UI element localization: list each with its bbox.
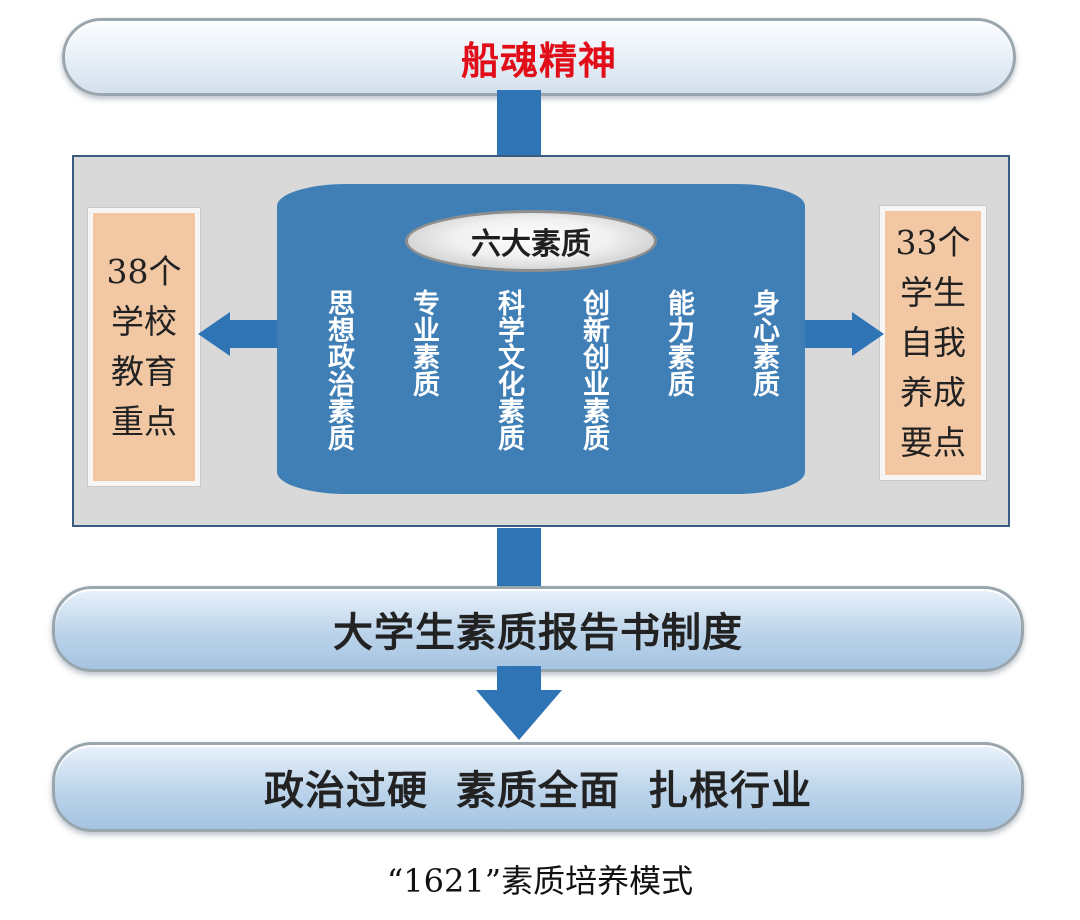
right-arrow-stem	[804, 320, 854, 348]
student-points-box: 33个 学生 自我 养成 要点	[879, 205, 987, 481]
middle-connector	[497, 528, 541, 588]
right-arrow-icon	[852, 312, 884, 356]
student-points-line: 要点	[900, 423, 966, 462]
left-arrow-icon	[198, 312, 230, 356]
goal-item: 政治过硬	[264, 768, 428, 814]
six-qualities-title-text: 六大素质	[471, 227, 591, 262]
down-arrow-icon	[476, 690, 562, 740]
quality-ability: 能力素质	[663, 289, 694, 397]
top-connector	[497, 90, 541, 156]
goal-item: 素质全面	[456, 768, 620, 814]
quality-physical-mental: 身心素质	[748, 289, 779, 397]
student-points-line: 学生	[900, 273, 966, 312]
quality-professional: 专业素质	[408, 289, 439, 397]
figure-caption: “1621”素质培养模式	[386, 862, 694, 900]
spirit-label: 船魂精神	[460, 38, 617, 83]
student-points-line: 33个	[895, 223, 971, 262]
goal-item: 扎根行业	[648, 768, 812, 814]
student-points-line: 养成	[900, 373, 966, 412]
report-system-banner: 大学生素质报告书制度	[52, 586, 1024, 672]
spirit-banner: 船魂精神	[62, 18, 1016, 96]
bottom-connector	[497, 666, 541, 692]
six-qualities-title: 六大素质	[405, 210, 657, 272]
left-arrow-stem	[228, 320, 278, 348]
quality-innovation: 创新创业素质	[578, 289, 609, 451]
report-system-label: 大学生素质报告书制度	[333, 610, 743, 656]
school-focus-line: 38个	[106, 252, 182, 291]
school-focus-box: 38个 学校 教育 重点	[87, 207, 201, 487]
quality-ideological: 思想政治素质	[323, 289, 354, 451]
school-focus-line: 重点	[111, 402, 177, 441]
goals-banner: 政治过硬 素质全面 扎根行业	[52, 742, 1024, 832]
school-focus-line: 教育	[111, 352, 177, 391]
student-points-line: 自我	[900, 323, 966, 362]
quality-scientific-cultural: 科学文化素质	[493, 289, 524, 451]
school-focus-line: 学校	[111, 302, 177, 341]
